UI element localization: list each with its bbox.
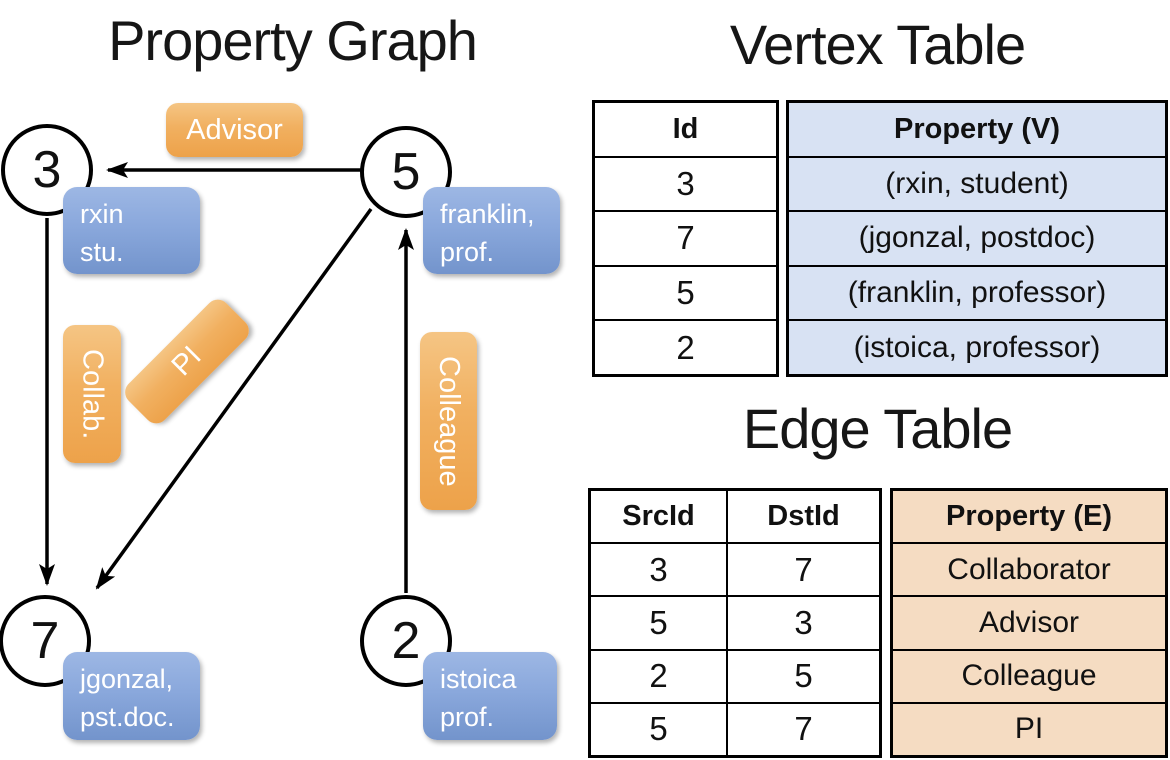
- edge-dst-cell: 3: [794, 604, 813, 641]
- vertex-property-box-5: franklin, prof.: [423, 187, 560, 274]
- table-row: Advisor: [893, 595, 1165, 648]
- vertex-table-property-column: Property (V) (rxin, student) (jgonzal, p…: [786, 100, 1168, 377]
- vertex-property-cell: (istoica, professor): [853, 330, 1101, 364]
- vertex-id-cell: 7: [676, 219, 695, 257]
- edge-src-cell: 2: [591, 650, 728, 702]
- table-row: 5: [595, 264, 776, 320]
- table-row: 5 3: [591, 595, 879, 649]
- vertex-property-line: franklin,: [440, 199, 535, 229]
- table-row: PI: [893, 701, 1165, 755]
- edge-label-advisor: Advisor: [166, 103, 303, 157]
- table-row: (jgonzal, postdoc): [789, 210, 1165, 265]
- table-row: (franklin, professor): [789, 264, 1165, 320]
- edge-property-cell: PI: [1014, 712, 1044, 746]
- property-graph-title: Property Graph: [108, 9, 478, 72]
- edge-dst-cell: 5: [794, 657, 813, 695]
- table-row: 2: [595, 319, 776, 374]
- edge-src-cell: 3: [591, 544, 728, 596]
- table-row: 3: [595, 155, 776, 211]
- vertex-property-line: jgonzal,: [80, 664, 174, 694]
- edge-label-collab: Collab.: [63, 325, 121, 463]
- edge-table-id-columns: SrcId DstId 3 7 5 3 2 5 5 7: [588, 488, 882, 758]
- vertex-property-box-7: jgonzal, pst.doc.: [63, 652, 200, 740]
- vertex-property-line: istoica: [440, 664, 517, 694]
- table-row: 7: [595, 210, 776, 265]
- vertex-node-2: 2: [360, 595, 452, 687]
- edge-table-property-column: Property (E) Collaborator Advisor Collea…: [890, 488, 1168, 758]
- edge-table-header-property: Property (E): [946, 500, 1112, 533]
- table-row: (rxin, student): [789, 155, 1165, 211]
- table-row: 3 7: [591, 542, 879, 596]
- vertex-id-cell: 5: [676, 274, 695, 312]
- table-row: (istoica, professor): [789, 319, 1165, 374]
- vertex-node-5: 5: [360, 126, 452, 218]
- edge-src-cell: 5: [591, 597, 728, 649]
- vertex-id-cell: 3: [676, 164, 695, 202]
- edge-dst-cell: 7: [794, 550, 813, 588]
- vertex-property-box-2: istoica prof.: [423, 652, 557, 740]
- vertex-table-id-column: Id 3 7 5 2: [592, 100, 779, 377]
- vertex-property-cell: (jgonzal, postdoc): [858, 221, 1096, 255]
- edge-dst-cell: 7: [794, 710, 813, 748]
- graph-edges: [39, 162, 414, 593]
- edge-table-header-srcid: SrcId: [591, 491, 728, 543]
- vertex-property-line: stu.: [80, 237, 124, 268]
- vertex-property-cell: (franklin, professor): [847, 276, 1107, 310]
- vertex-property-box-3: rxin stu.: [63, 187, 200, 274]
- table-row: Colleague: [893, 648, 1165, 702]
- vertex-property-cell: (rxin, student): [885, 166, 1069, 200]
- edge-property-cell: Advisor: [978, 606, 1080, 639]
- vertex-table-header-id: Id: [672, 112, 699, 145]
- vertex-id-cell: 2: [676, 328, 695, 366]
- vertex-property-line: rxin: [80, 199, 124, 229]
- table-row: 5 7: [591, 701, 879, 756]
- vertex-table-title: Vertex Table: [729, 13, 1026, 76]
- edge-table-title: Edge Table: [742, 397, 1013, 460]
- edge-property-cell: Collaborator: [947, 552, 1111, 586]
- vertex-property-line: prof.: [440, 702, 495, 733]
- vertex-table-header-property: Property (V): [894, 112, 1060, 145]
- edge-table-header-dstid: DstId: [767, 500, 840, 533]
- table-row: 2 5: [591, 648, 879, 702]
- edge-property-cell: Colleague: [961, 659, 1097, 693]
- edge-label-colleague: Colleague: [420, 332, 477, 510]
- edge-src-cell: 5: [591, 703, 728, 756]
- vertex-property-line: prof.: [440, 237, 495, 268]
- table-row: Collaborator: [893, 542, 1165, 595]
- vertex-property-line: pst.doc.: [80, 702, 175, 733]
- edge-5-7-pi: [95, 207, 373, 590]
